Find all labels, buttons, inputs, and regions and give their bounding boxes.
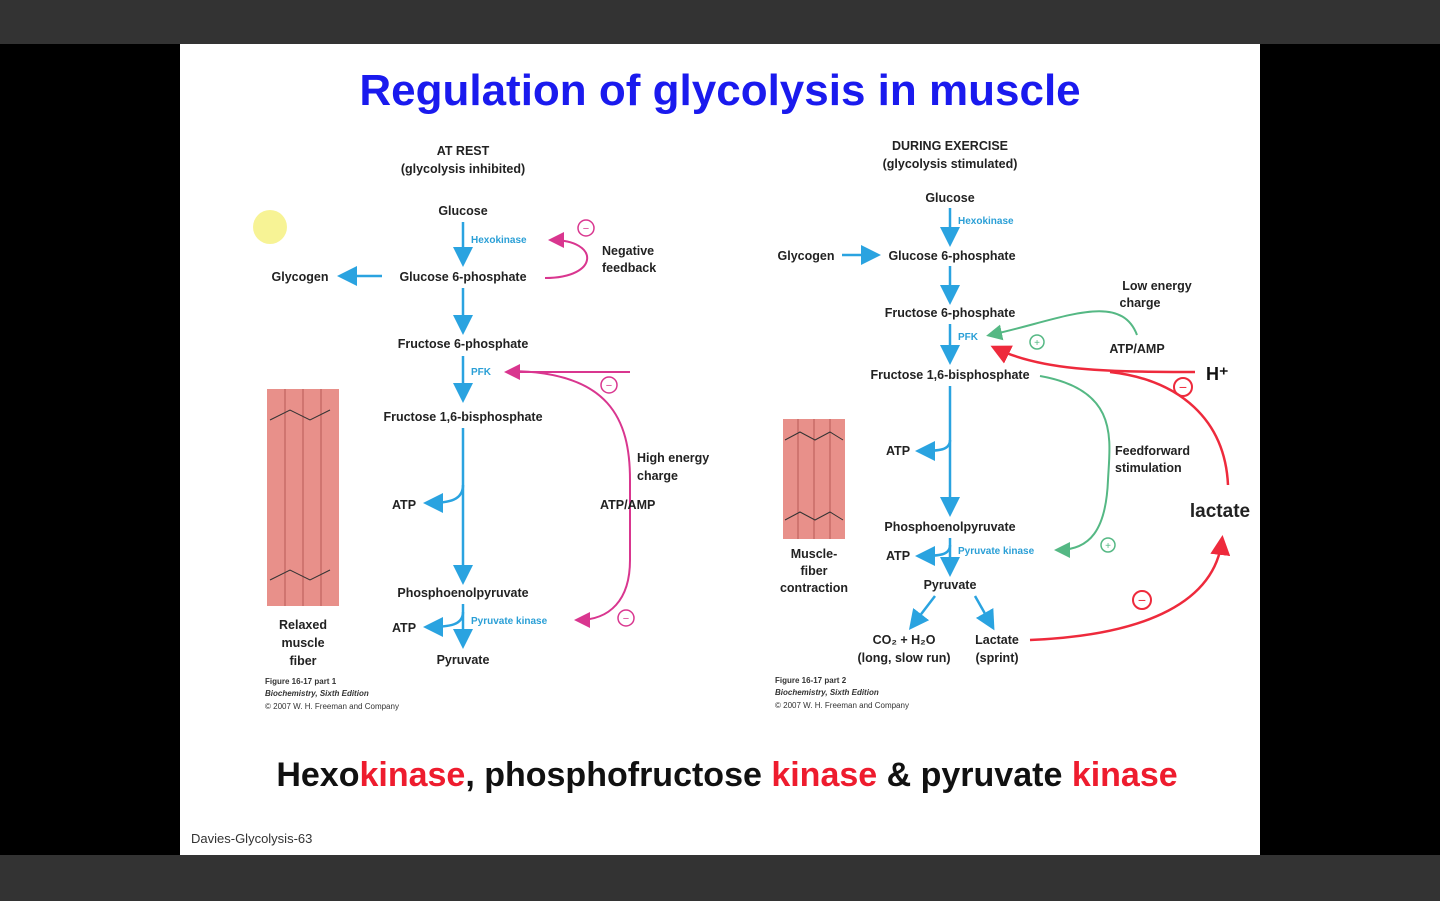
subtitle-part-kinase: kinase xyxy=(1072,756,1178,794)
svg-text:−: − xyxy=(1138,592,1146,608)
slide-subtitle: Hexokinase, phosphofructose kinase & pyr… xyxy=(276,756,1177,794)
exercise-atp-amp: ATP/AMP xyxy=(1109,342,1164,356)
exercise-glycogen: Glycogen xyxy=(778,249,835,263)
subtitle-part: Hexo xyxy=(276,756,359,794)
contracted-muscle-fiber-image xyxy=(783,419,845,539)
viewer-bottom-bar xyxy=(0,855,1440,901)
exercise-f6p: Fructose 6-phosphate xyxy=(885,306,1016,320)
exercise-fiber-label-3: contraction xyxy=(780,581,848,595)
rest-pep: Phosphoenolpyruvate xyxy=(397,586,528,600)
rest-glucose: Glucose xyxy=(438,204,487,218)
exercise-f16bp: Fructose 1,6-bisphosphate xyxy=(870,368,1029,382)
exercise-lactate: Lactate xyxy=(975,633,1019,647)
exercise-heading: DURING EXERCISE xyxy=(892,139,1008,153)
exercise-fiber-label-1: Muscle- xyxy=(791,547,838,561)
exercise-low-energy: Low energy xyxy=(1122,279,1192,293)
rest-heading-sub: (glycolysis inhibited) xyxy=(401,162,525,176)
rest-credit-3: © 2007 W. H. Freeman and Company xyxy=(265,702,399,711)
rest-pyruvate-kinase: Pyruvate kinase xyxy=(471,616,548,627)
exercise-glucose: Glucose xyxy=(925,191,974,205)
slide-title: Regulation of glycolysis in muscle xyxy=(359,66,1080,115)
rest-pfk: PFK xyxy=(471,367,492,378)
rest-g6p: Glucose 6-phosphate xyxy=(399,270,526,284)
exercise-hexokinase: Hexokinase xyxy=(958,216,1014,227)
rest-credit-2: Biochemistry, Sixth Edition xyxy=(265,689,369,698)
exercise-fiber-label-2: fiber xyxy=(800,564,827,578)
svg-text:−: − xyxy=(623,613,629,625)
exercise-g6p: Glucose 6-phosphate xyxy=(888,249,1015,263)
rest-high-energy: High energy xyxy=(637,451,709,465)
svg-text:−: − xyxy=(583,223,589,235)
rest-f6p: Fructose 6-phosphate xyxy=(398,337,529,351)
exercise-co2-note: (long, slow run) xyxy=(857,651,950,665)
viewer-top-bar xyxy=(0,0,1440,44)
rest-high-energy-2: charge xyxy=(637,469,678,483)
subtitle-part: , phosphofructose xyxy=(465,756,771,794)
exercise-pep: Phosphoenolpyruvate xyxy=(884,520,1015,534)
exercise-h-plus: H⁺ xyxy=(1206,364,1229,384)
rest-negative-feedback: Negative xyxy=(602,244,654,258)
slide-footer: Davies-Glycolysis-63 xyxy=(191,831,312,846)
cursor-highlight xyxy=(253,210,287,244)
exercise-feedforward-2: stimulation xyxy=(1115,461,1182,475)
rest-f16bp: Fructose 1,6-bisphosphate xyxy=(383,410,542,424)
rest-fiber-label-1: Relaxed xyxy=(279,618,327,632)
exercise-lactate-label: lactate xyxy=(1190,501,1250,522)
rest-credit-1: Figure 16-17 part 1 xyxy=(265,677,337,686)
subtitle-part-kinase: kinase xyxy=(359,756,465,794)
rest-fiber-label-3: fiber xyxy=(289,654,316,668)
svg-text:+: + xyxy=(1105,541,1111,552)
rest-atp-1: ATP xyxy=(392,498,416,512)
exercise-credit-3: © 2007 W. H. Freeman and Company xyxy=(775,701,909,710)
exercise-lactate-note: (sprint) xyxy=(975,651,1018,665)
rest-heading: AT REST xyxy=(437,144,490,158)
exercise-co2-h2o: CO₂ + H₂O xyxy=(873,633,936,647)
exercise-heading-sub: (glycolysis stimulated) xyxy=(883,157,1018,171)
exercise-feedforward: Feedforward xyxy=(1115,444,1190,458)
svg-text:−: − xyxy=(1179,379,1187,395)
at-rest-diagram: AT REST (glycolysis inhibited) Glucose H… xyxy=(265,144,709,711)
rest-negative-feedback-2: feedback xyxy=(602,261,656,275)
exercise-low-energy-2: charge xyxy=(1120,296,1161,310)
exercise-pfk: PFK xyxy=(958,332,979,343)
rest-atp-2: ATP xyxy=(392,621,416,635)
subtitle-part: & pyruvate xyxy=(877,756,1072,794)
exercise-pyruvate: Pyruvate xyxy=(924,578,977,592)
rest-glycogen: Glycogen xyxy=(272,270,329,284)
exercise-atp-1: ATP xyxy=(886,444,910,458)
exercise-diagram: DURING EXERCISE (glycolysis stimulated) … xyxy=(775,139,1250,710)
relaxed-muscle-fiber-image xyxy=(267,389,339,606)
rest-hexokinase: Hexokinase xyxy=(471,235,527,246)
svg-text:−: − xyxy=(606,380,612,392)
rest-pyruvate: Pyruvate xyxy=(437,653,490,667)
exercise-credit-2: Biochemistry, Sixth Edition xyxy=(775,688,879,697)
rest-fiber-label-2: muscle xyxy=(281,636,324,650)
rest-atp-amp: ATP/AMP xyxy=(600,498,655,512)
svg-text:+: + xyxy=(1034,338,1040,349)
subtitle-part-kinase: kinase xyxy=(771,756,877,794)
exercise-atp-2: ATP xyxy=(886,549,910,563)
slide xyxy=(180,44,1260,855)
exercise-pyruvate-kinase: Pyruvate kinase xyxy=(958,546,1035,557)
exercise-credit-1: Figure 16-17 part 2 xyxy=(775,676,847,685)
